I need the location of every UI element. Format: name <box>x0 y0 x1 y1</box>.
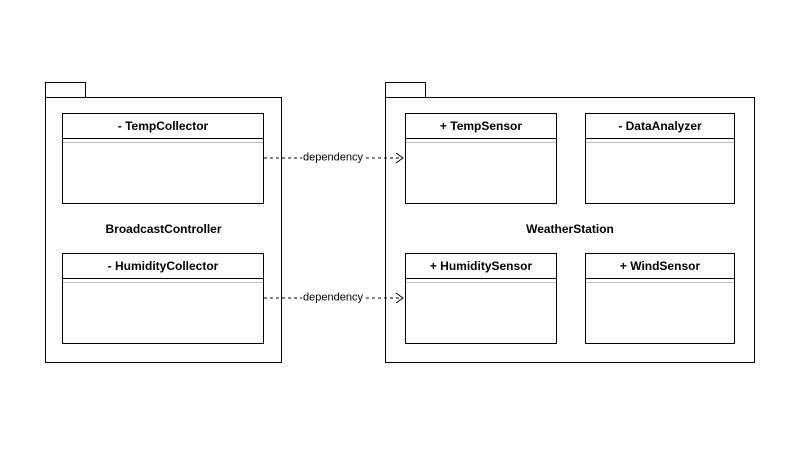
class-body-wind-sensor <box>586 282 734 283</box>
package-tab-broadcast-controller <box>45 82 86 97</box>
class-body-temp-sensor <box>406 142 556 143</box>
dependency-label-humidity: dependency <box>302 291 364 305</box>
class-body-temp-collector <box>63 142 263 143</box>
class-name-temp-sensor: + TempSensor <box>406 114 556 139</box>
class-temp-collector: - TempCollector <box>62 113 264 204</box>
class-name-temp-collector: - TempCollector <box>63 114 263 139</box>
class-name-humidity-sensor: + HumiditySensor <box>406 254 556 279</box>
package-label-weather-station: WeatherStation <box>526 222 614 236</box>
class-humidity-collector: - HumidityCollector <box>62 253 264 344</box>
class-body-humidity-sensor <box>406 282 556 283</box>
package-label-broadcast-controller: BroadcastController <box>105 222 222 236</box>
class-wind-sensor: + WindSensor <box>585 253 735 344</box>
class-body-humidity-collector <box>63 282 263 283</box>
class-name-data-analyzer: - DataAnalyzer <box>586 114 734 139</box>
dependency-label-temp: dependency <box>302 151 364 165</box>
class-temp-sensor: + TempSensor <box>405 113 557 204</box>
class-body-data-analyzer <box>586 142 734 143</box>
class-name-humidity-collector: - HumidityCollector <box>63 254 263 279</box>
class-data-analyzer: - DataAnalyzer <box>585 113 735 204</box>
class-name-wind-sensor: + WindSensor <box>586 254 734 279</box>
class-humidity-sensor: + HumiditySensor <box>405 253 557 344</box>
package-tab-weather-station <box>385 82 426 97</box>
